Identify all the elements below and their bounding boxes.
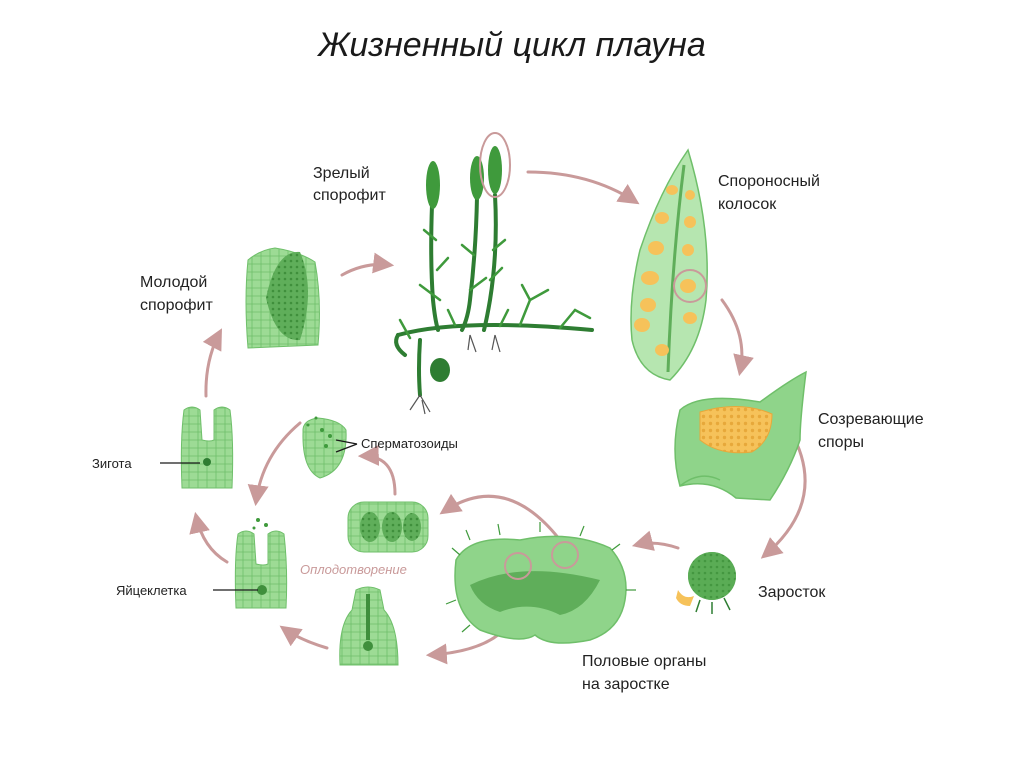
sex-organs-prothallus-illustration — [446, 522, 636, 643]
label-young-sporophyte-2: спорофит — [140, 297, 213, 314]
arrow-organs-to-antheridium — [443, 496, 560, 540]
label-zygote: Зигота — [92, 456, 132, 471]
egg-cell-illustration — [235, 518, 286, 608]
label-mature-sporophyte: Зрелый — [313, 165, 370, 182]
arrow-prothallus-to-organs — [636, 543, 678, 548]
zygote-illustration — [181, 407, 232, 488]
label-mature-sporophyte-2: спорофит — [313, 187, 386, 204]
antheridium-illustration — [348, 502, 428, 552]
arrow-antheridium-to-sperm — [362, 456, 395, 494]
archegonium-illustration — [340, 587, 398, 665]
label-egg-cell: Яйцеклетка — [116, 583, 187, 598]
sporangium-spike-illustration — [631, 150, 707, 380]
label-young-sporophyte: Молодой — [140, 274, 207, 291]
young-sporophyte-illustration — [246, 248, 319, 348]
arrow-zygote-to-young — [206, 332, 220, 396]
label-fertilization: Оплодотворение — [300, 562, 407, 577]
arrow-sperm-to-zygote — [256, 423, 300, 502]
label-sporangium-spike-2: колосок — [718, 196, 777, 213]
label-sperm: Сперматозоиды — [361, 436, 458, 451]
label-ripening-spores: Созревающие — [818, 411, 924, 428]
arrow-archegonium-to-egg — [283, 628, 327, 648]
label-sporangium-spike: Спороносный — [718, 173, 820, 190]
label-sex-organs: Половые органы — [582, 653, 706, 670]
arrow-young-to-mature — [342, 264, 390, 275]
prothallus-illustration — [676, 552, 736, 614]
ripening-spores-illustration — [675, 372, 806, 500]
label-prothallus: Заросток — [758, 584, 826, 601]
sperm-release-illustration — [303, 417, 346, 479]
arrow-mature-to-spike — [528, 172, 636, 202]
label-ripening-spores-2: споры — [818, 434, 864, 451]
label-sex-organs-2: на заростке — [582, 676, 670, 693]
arrow-egg-to-zygote — [196, 516, 227, 562]
arrow-spike-to-spores — [722, 300, 742, 372]
